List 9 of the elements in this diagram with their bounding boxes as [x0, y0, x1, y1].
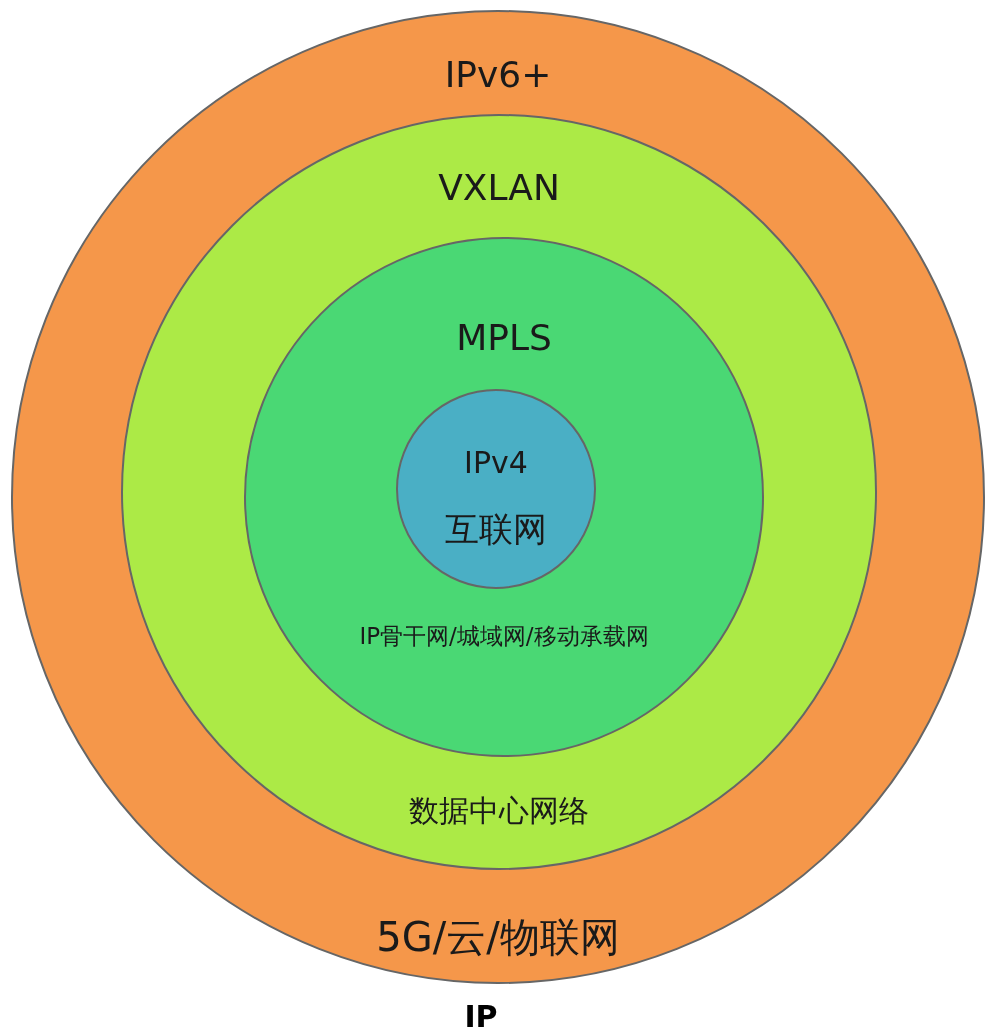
region-label: IPv4: [464, 445, 528, 479]
region-caption: IP骨干网/城域网/移动承载网: [359, 624, 649, 650]
region-caption: 互联网: [445, 511, 547, 549]
region-label: MPLS: [456, 318, 552, 358]
region-caption: 数据中心网络: [409, 793, 589, 827]
region-label: IPv6+: [444, 55, 552, 95]
diagram-label: IP: [464, 999, 498, 1033]
region-caption: 5G/云/物联网: [376, 915, 620, 959]
region-label: VXLAN: [438, 168, 560, 208]
